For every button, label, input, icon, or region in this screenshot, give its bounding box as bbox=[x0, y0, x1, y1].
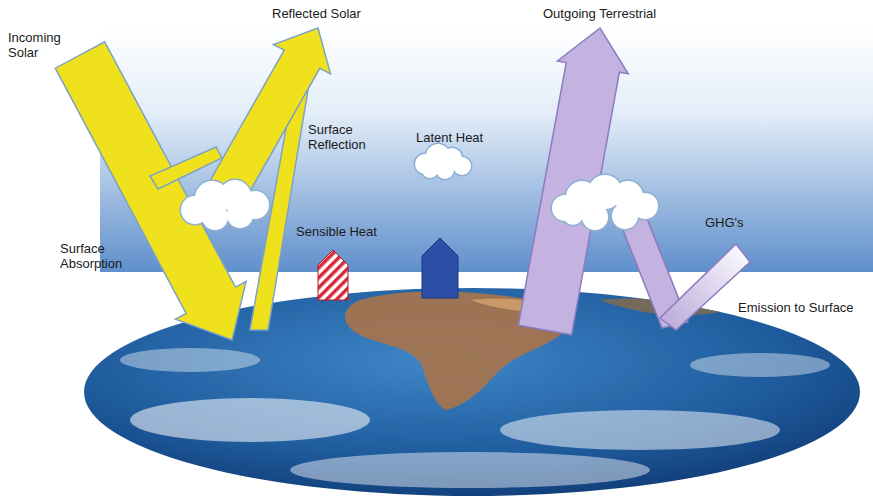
diagram-label: Reflected Solar bbox=[272, 6, 361, 21]
atmosphere-band bbox=[100, 28, 873, 272]
diagram-label: Sensible Heat bbox=[296, 224, 377, 239]
cloud-swirl bbox=[690, 353, 830, 377]
diagram-label: Outgoing Terrestrial bbox=[543, 6, 656, 21]
cloud-swirl bbox=[500, 410, 780, 450]
cloud bbox=[181, 180, 269, 230]
sensible-heat-arrow bbox=[318, 250, 348, 300]
incoming-solar-arrow bbox=[55, 42, 246, 340]
cloud bbox=[552, 175, 658, 230]
reflected-solar-arrow bbox=[204, 28, 330, 209]
cloud-swirl bbox=[130, 398, 370, 442]
cloud-swirl bbox=[120, 348, 260, 372]
cloud-swirl bbox=[290, 452, 650, 488]
latent-heat-arrow bbox=[422, 238, 458, 298]
diagram-label: Latent Heat bbox=[416, 130, 483, 145]
diagram-label: GHG's bbox=[705, 215, 744, 230]
diagram-label: Emission to Surface bbox=[738, 300, 854, 315]
diagram-label: Incoming Solar bbox=[8, 30, 70, 60]
diagram-label: Surface Absorption bbox=[60, 241, 138, 271]
emission-to-surface-arrow bbox=[660, 244, 750, 330]
diagram-label: Surface Reflection bbox=[308, 122, 382, 152]
cloud bbox=[415, 144, 471, 179]
outgoing-terrestrial-arrow bbox=[518, 28, 628, 335]
